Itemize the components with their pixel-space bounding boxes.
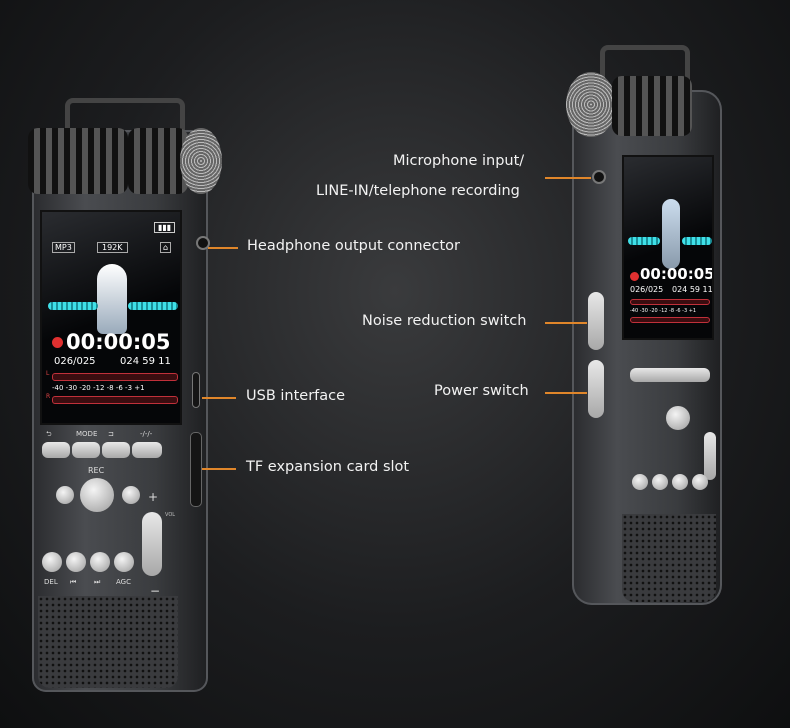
usb-port	[192, 372, 200, 408]
del-label: DEL	[44, 578, 58, 586]
remaining-time-right: 024 59 11	[672, 285, 713, 294]
ab-label: -/-/-	[140, 430, 153, 438]
volume-rocker-right[interactable]	[704, 432, 716, 480]
record-dot-icon	[52, 337, 63, 348]
callout-line-in: LINE-IN/telephone recording	[316, 183, 520, 199]
level-meter-right-right	[630, 317, 710, 323]
folder-icon: ⌂	[160, 242, 172, 253]
speaker-grille	[38, 596, 178, 688]
function-buttons-right[interactable]	[630, 368, 710, 382]
recording-timer-right: 00:00:05	[640, 265, 714, 283]
callout-power: Power switch	[434, 383, 529, 399]
callout-noise-reduction: Noise reduction switch	[362, 313, 527, 329]
noise-reduction-switch[interactable]	[588, 292, 604, 350]
level-meter-left-right	[630, 299, 710, 305]
callout-line-power	[545, 392, 587, 394]
agc-button-right[interactable]	[692, 474, 708, 490]
microphone-graphic	[97, 264, 127, 334]
record-button-right[interactable]	[666, 406, 690, 430]
previous-icon: ⏮	[70, 578, 77, 586]
microphone-coil-right	[612, 76, 692, 136]
handle-loop-right	[600, 45, 690, 95]
meter-scale: -40 -30 -20 -12 -8 -6 -3 +1	[52, 384, 145, 392]
volume-rocker[interactable]	[142, 512, 162, 576]
file-index-right: 026/025	[630, 285, 664, 294]
power-switch[interactable]	[588, 360, 604, 418]
waveform-right	[128, 302, 178, 310]
callout-line-usb	[202, 397, 236, 399]
display-screen: ▮▮▮ MP3 192K ⌂ 00:00:05 026/025 024 59 1…	[40, 210, 182, 425]
callout-line-tf	[202, 468, 236, 470]
battery-icon: ▮▮▮	[154, 222, 176, 233]
callout-line-mic	[545, 177, 591, 179]
microphone-coil	[28, 128, 128, 194]
handle-loop	[65, 98, 185, 138]
callout-usb: USB interface	[246, 388, 346, 404]
meter-right-label: R	[46, 393, 51, 400]
microphone-graphic-right	[662, 199, 680, 269]
mic-input-jack	[592, 170, 606, 184]
play-pause-button[interactable]	[122, 486, 140, 504]
waveform-left	[48, 302, 98, 310]
repeat-icon: ⊐	[108, 430, 114, 438]
level-meter-right	[52, 396, 178, 404]
meter-left-label: L	[46, 370, 50, 377]
callout-tf-slot: TF expansion card slot	[246, 459, 410, 475]
headphone-jack	[196, 236, 210, 250]
back-button[interactable]	[42, 442, 70, 458]
next-button-right[interactable]	[672, 474, 688, 490]
rec-label: REC	[88, 466, 105, 475]
previous-button-right[interactable]	[652, 474, 668, 490]
agc-button[interactable]	[114, 552, 134, 572]
ab-repeat-button[interactable]	[132, 442, 162, 458]
callout-line-noise	[545, 322, 587, 324]
minus-label: −	[150, 584, 161, 598]
recording-timer: 00:00:05	[66, 330, 171, 354]
agc-label: AGC	[116, 578, 131, 586]
record-dot-icon-right	[630, 272, 639, 281]
callout-mic-input: Microphone input/	[393, 153, 525, 169]
next-button[interactable]	[90, 552, 110, 572]
previous-button[interactable]	[66, 552, 86, 572]
back-icon: ⮌	[46, 430, 52, 438]
stop-button[interactable]	[56, 486, 74, 504]
tf-card-slot	[190, 432, 202, 507]
plus-label: +	[148, 490, 159, 504]
mode-label: MODE	[76, 430, 98, 438]
speaker-grille-right	[622, 514, 716, 602]
microphone-head	[180, 128, 222, 194]
display-screen-right: 00:00:05 026/025 024 59 11 -40 -30 -20 -…	[622, 155, 714, 340]
format-badge: MP3	[52, 242, 75, 253]
microphone-coil-right	[128, 128, 188, 194]
mode-button[interactable]	[72, 442, 100, 458]
bitrate-badge: 192K	[97, 242, 128, 253]
meter-scale-right: -40 -30 -20 -12 -8 -6 -3 +1	[630, 308, 697, 314]
remaining-time: 024 59 11	[120, 356, 171, 367]
record-button[interactable]	[80, 478, 114, 512]
delete-button-right[interactable]	[632, 474, 648, 490]
microphone-head-right	[566, 72, 616, 137]
delete-button[interactable]	[42, 552, 62, 572]
vol-label: VOL	[165, 512, 176, 518]
next-icon: ⏭	[94, 578, 101, 586]
callout-headphone: Headphone output connector	[247, 238, 460, 254]
waveform-left-right	[628, 237, 660, 245]
callout-line-headphone	[208, 247, 238, 249]
file-index: 026/025	[54, 356, 96, 367]
waveform-right-right	[682, 237, 712, 245]
level-meter-left	[52, 373, 178, 381]
repeat-button[interactable]	[102, 442, 130, 458]
